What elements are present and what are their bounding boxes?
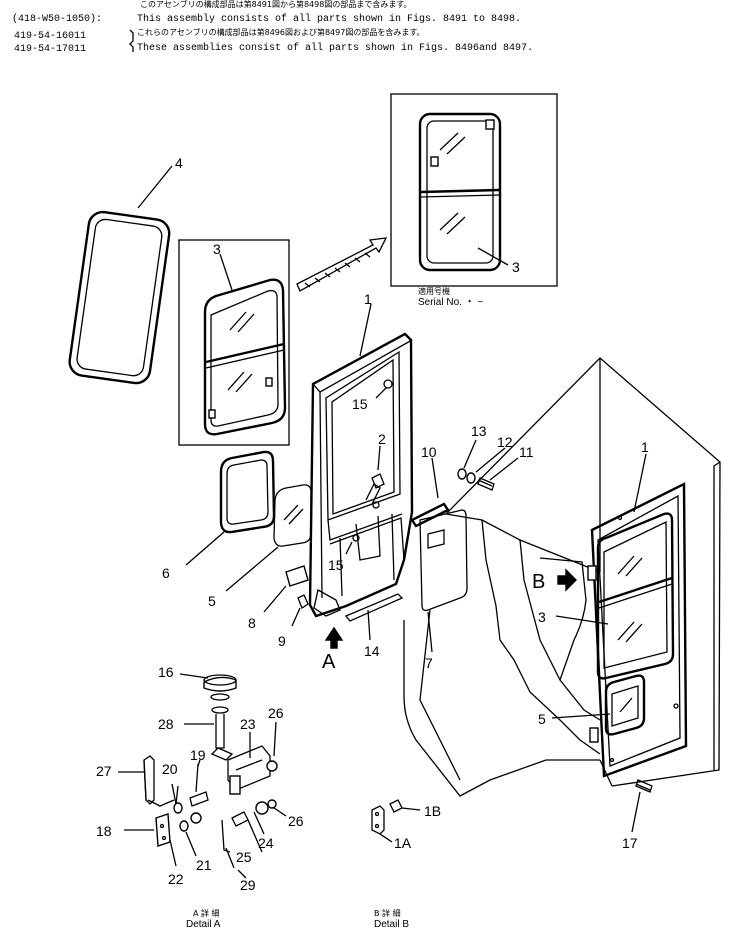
- header-bracket: [129, 29, 134, 52]
- hardware-11-13: [457, 439, 519, 491]
- header-line2-jp: これらのアセンブリの構成部品は第8496図および第8497図の部品を含みます。: [137, 27, 425, 37]
- cab-body: [403, 357, 721, 797]
- detail-a-jp: A 詳 細: [193, 908, 220, 918]
- callout-7: 7: [425, 655, 433, 671]
- view-arrow-a: [324, 626, 344, 649]
- header-line2-code-a: 419-54-16011: [14, 31, 86, 42]
- window-seal-4: [68, 165, 173, 385]
- callout-16: 16: [158, 664, 174, 680]
- callout-27: 27: [96, 763, 112, 779]
- header-line1-en: This assembly consists of all parts show…: [137, 13, 521, 25]
- callout-3-window: 3: [213, 241, 221, 257]
- header-line1-code: (418-W50-1050):: [12, 13, 102, 25]
- header-line1-jp: このアセンブリの構成部品は第8491図から第8498図の部品まで含みます。: [140, 0, 412, 9]
- callout-8: 8: [248, 615, 256, 631]
- inset-window-box: [390, 93, 558, 287]
- callout-6: 6: [162, 565, 170, 581]
- callout-21: 21: [196, 857, 212, 873]
- callout-15-lower: 15: [328, 557, 344, 573]
- leader-3-cab: [555, 615, 609, 625]
- bolt-2: [371, 473, 385, 489]
- header-line2-en: These assemblies consist of all parts sh…: [137, 42, 533, 54]
- direction-arrow: [296, 237, 388, 292]
- leader-2: [377, 445, 381, 471]
- callout-23: 23: [240, 716, 256, 732]
- leader-17: [631, 791, 641, 833]
- callout-22: 22: [168, 871, 184, 887]
- callout-25: 25: [236, 849, 252, 865]
- callout-26-upper: 26: [268, 705, 284, 721]
- view-arrow-b: [557, 568, 577, 592]
- handle-10: [410, 457, 450, 528]
- detail-a: [118, 673, 287, 879]
- callout-15-upper: 15: [352, 396, 368, 412]
- view-label-a: A: [322, 651, 336, 673]
- small-window-6: [185, 450, 276, 566]
- callout-1b: 1B: [424, 803, 441, 819]
- serial-jp: 適用号機: [418, 286, 450, 296]
- view-label-b: B: [532, 571, 545, 593]
- serial-label: Serial No. ・ ~: [418, 297, 483, 308]
- header-line2-code-b: 419-54-17011: [14, 44, 86, 55]
- callout-10: 10: [421, 444, 437, 460]
- callout-28: 28: [158, 716, 174, 732]
- callout-3-cab: 3: [538, 609, 546, 625]
- callout-1-door: 1: [364, 291, 372, 307]
- callout-26-lower: 26: [288, 813, 304, 829]
- callout-12: 12: [497, 434, 513, 450]
- callout-20: 20: [162, 761, 178, 777]
- door-frame: [308, 303, 414, 618]
- cab-door: [587, 482, 688, 778]
- callout-5-glass: 5: [208, 593, 216, 609]
- strip-14: [344, 593, 404, 641]
- callout-14: 14: [364, 643, 380, 659]
- leader-15-lower: [345, 541, 353, 555]
- leader-5-cab: [551, 713, 611, 719]
- callout-3-inset: 3: [512, 259, 520, 275]
- callout-2: 2: [378, 431, 386, 447]
- callout-18: 18: [96, 823, 112, 839]
- window-assembly-box: [178, 239, 290, 446]
- callout-24: 24: [258, 835, 274, 851]
- callout-19: 19: [190, 747, 206, 763]
- detail-b-jp: B 詳 細: [374, 908, 401, 918]
- callout-29: 29: [240, 877, 256, 893]
- callout-5-cab: 5: [538, 711, 546, 727]
- leader-1-cab: [633, 453, 647, 513]
- callout-9: 9: [278, 633, 286, 649]
- callout-13: 13: [471, 423, 487, 439]
- detail-b-en: Detail B: [374, 919, 409, 929]
- callout-11: 11: [519, 444, 534, 460]
- leader-15-upper: [375, 387, 387, 399]
- detail-a-en: Detail A: [186, 919, 221, 929]
- callout-4: 4: [175, 155, 183, 171]
- callout-1a: 1A: [394, 835, 412, 851]
- callout-1-cab: 1: [641, 439, 649, 455]
- detail-b: [371, 799, 421, 843]
- latch-8-9: [263, 565, 309, 627]
- bolt-17: [635, 779, 653, 793]
- callout-17: 17: [622, 835, 638, 851]
